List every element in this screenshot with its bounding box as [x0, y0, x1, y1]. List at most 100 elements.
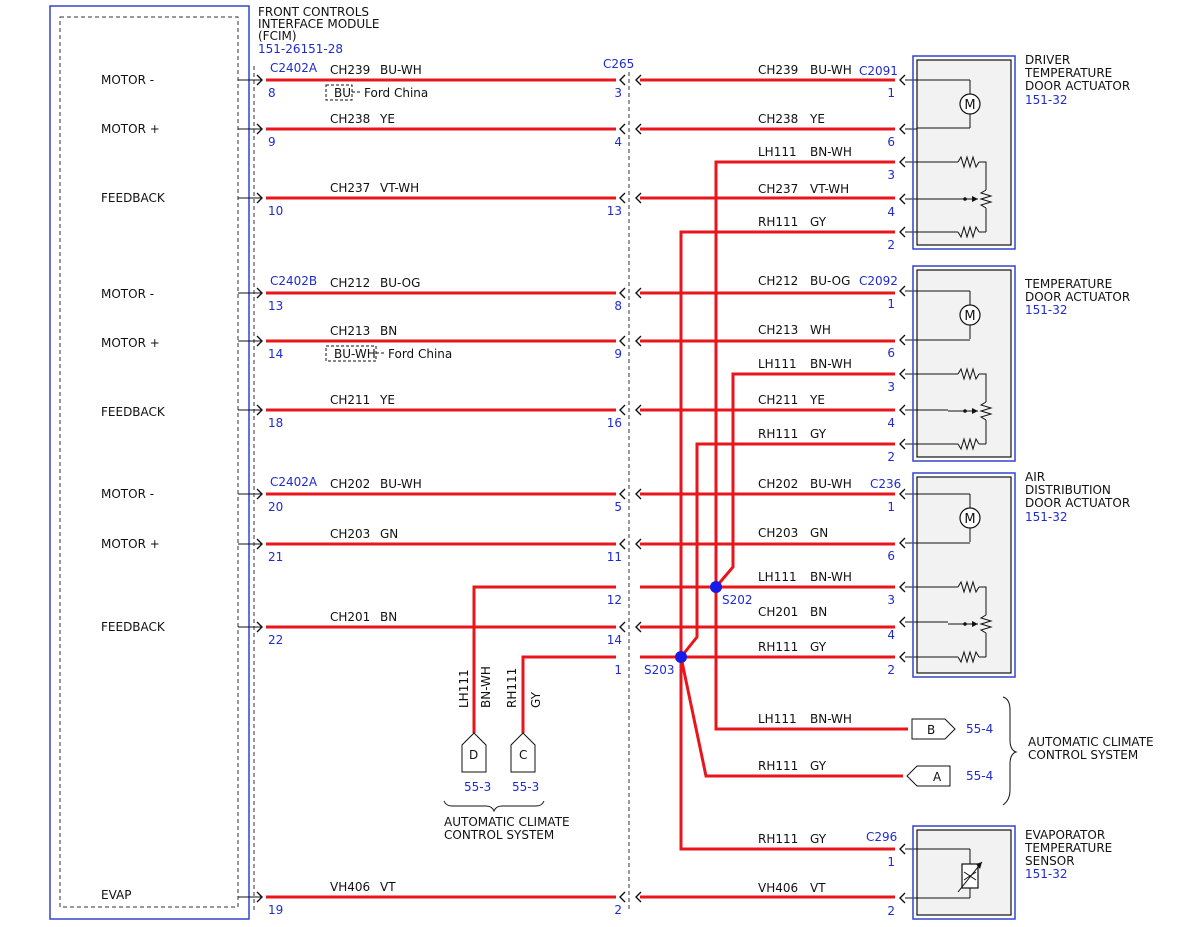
c265-pin-number: 2	[614, 903, 622, 917]
c265-pin-number: 11	[607, 550, 622, 564]
c265-right-arrow	[635, 74, 642, 86]
lh111-to-d	[472, 585, 616, 733]
right-pin-number: 1	[887, 500, 895, 514]
offpage-b-ref: 55-4	[966, 722, 993, 736]
right-wire-color: GY	[810, 427, 827, 441]
component-arrow	[899, 651, 906, 663]
svg-text:EVAPORATOR: EVAPORATOR	[1025, 828, 1105, 842]
right-wire-circuit: CH238	[758, 112, 798, 126]
c265-left-arrow	[619, 488, 626, 500]
left-wire-circuit: CH213	[330, 324, 370, 338]
component-arrow	[899, 843, 906, 855]
right-pin-number: 2	[887, 904, 895, 918]
splice-s202	[710, 581, 722, 593]
c265-right-arrow	[635, 891, 642, 903]
left-wire-circuit: CH201	[330, 610, 370, 624]
branch-d-circuit: LH111	[457, 669, 471, 708]
bottom-brace	[443, 800, 545, 813]
fcim-pin-name: EVAP	[101, 888, 131, 902]
variant-note: Ford China	[388, 347, 452, 361]
svg-text:DISTRIBUTION: DISTRIBUTION	[1025, 483, 1111, 497]
left-wire-circuit: CH239	[330, 63, 370, 77]
right-wire-circuit: VH406	[758, 881, 798, 895]
rh111-to-c	[521, 655, 616, 733]
right-pin-number: 6	[887, 549, 895, 563]
fcim-title-line-1: FRONT CONTROLS	[258, 5, 369, 19]
fcim-page-ref: 151-26151-28	[258, 42, 343, 56]
fcim-pin-name: MOTOR +	[101, 537, 160, 551]
rh111-block1	[679, 230, 895, 657]
right-wire-circuit: CH237	[758, 182, 798, 196]
left-wire-color: VT-WH	[380, 181, 419, 195]
lh111-offpage-b	[714, 587, 908, 731]
fcim-pin-name: FEEDBACK	[101, 620, 166, 634]
svg-text:A: A	[933, 770, 942, 784]
svg-text:151-32: 151-32	[1025, 510, 1068, 524]
right-wire-color: BN	[810, 605, 827, 619]
right-wire-color: VT-WH	[810, 182, 849, 196]
s202-label: S202	[722, 593, 753, 607]
fcim-pin-number: 21	[268, 550, 283, 564]
offpage-a-ref: 55-4	[966, 769, 993, 783]
right-wire-color: GY	[810, 832, 827, 846]
component-arrow	[899, 193, 906, 205]
right-wire-circuit: CH202	[758, 477, 798, 491]
c265-left-arrow	[619, 192, 626, 204]
right-wire-color: BN-WH	[810, 145, 852, 159]
c265-left-arrow	[619, 74, 626, 86]
variant-note: Ford China	[364, 86, 428, 100]
right-group-label-2: CONTROL SYSTEM	[1028, 748, 1138, 762]
evap-sensor-box	[912, 825, 1016, 920]
fcim-pin-number: 20	[268, 500, 283, 514]
right-wire-color: GY	[810, 215, 827, 229]
right-wire-circuit: RH111	[758, 215, 798, 229]
fcim-pin-number: 9	[268, 135, 276, 149]
right-pin-number: 3	[887, 593, 895, 607]
c2092-label: C2092	[859, 274, 898, 288]
left-wire-circuit: CH203	[330, 527, 370, 541]
right-wire-color: BU-OG	[810, 274, 850, 288]
component-arrow	[899, 334, 906, 346]
right-wire-circuit: CH203	[758, 526, 798, 540]
svg-text:D: D	[469, 748, 478, 762]
left-wire-color: GN	[380, 527, 398, 541]
fcim-pin-name: FEEDBACK	[101, 191, 166, 205]
c265-right-arrow	[635, 621, 642, 633]
right-wire-circuit: CH239	[758, 63, 798, 77]
left-wire-color: YE	[379, 393, 395, 407]
svg-text:TEMPERATURE: TEMPERATURE	[1024, 841, 1112, 855]
splice-s203	[675, 651, 687, 663]
c265-right-arrow	[635, 404, 642, 416]
fcim-pin-number: 22	[268, 633, 283, 647]
fcim-pin-name: MOTOR -	[101, 73, 154, 87]
right-pin-number: 4	[887, 416, 895, 430]
svg-text:151-32: 151-32	[1025, 867, 1068, 881]
component-label-4: EVAPORATOR TEMPERATURE SENSOR 151-32	[1024, 828, 1112, 881]
right-pin-number: 1	[887, 297, 895, 311]
fcim-connector-label: C2402A	[270, 475, 318, 489]
component-arrow	[899, 404, 906, 416]
offpage-a-circuit: RH111	[758, 759, 798, 773]
left-wire-circuit: CH202	[330, 477, 370, 491]
right-wire-color: BN-WH	[810, 357, 852, 371]
left-wire-color: VT	[380, 880, 396, 894]
component-arrow	[899, 368, 906, 380]
c265-pin-number: 9	[614, 347, 622, 361]
svg-text:C: C	[519, 748, 527, 762]
left-wire-circuit: CH212	[330, 276, 370, 290]
svg-text:151-32: 151-32	[1025, 303, 1068, 317]
component-label-2: TEMPERATURE DOOR ACTUATOR 151-32	[1024, 277, 1130, 317]
c265-left-arrow	[619, 538, 626, 550]
variant-color: BU	[334, 86, 351, 100]
right-wire-circuit: LH111	[758, 570, 797, 584]
right-wire-color: WH	[810, 323, 831, 337]
c265-pin-number: 13	[607, 204, 622, 218]
component-arrow	[899, 537, 906, 549]
c265-pin-number: 1	[614, 663, 622, 677]
rh111-offpage-a	[679, 656, 903, 778]
branch-c-circuit: RH111	[505, 668, 519, 708]
c265-left-arrow	[619, 123, 626, 135]
temp-actuator-box	[912, 265, 1016, 462]
